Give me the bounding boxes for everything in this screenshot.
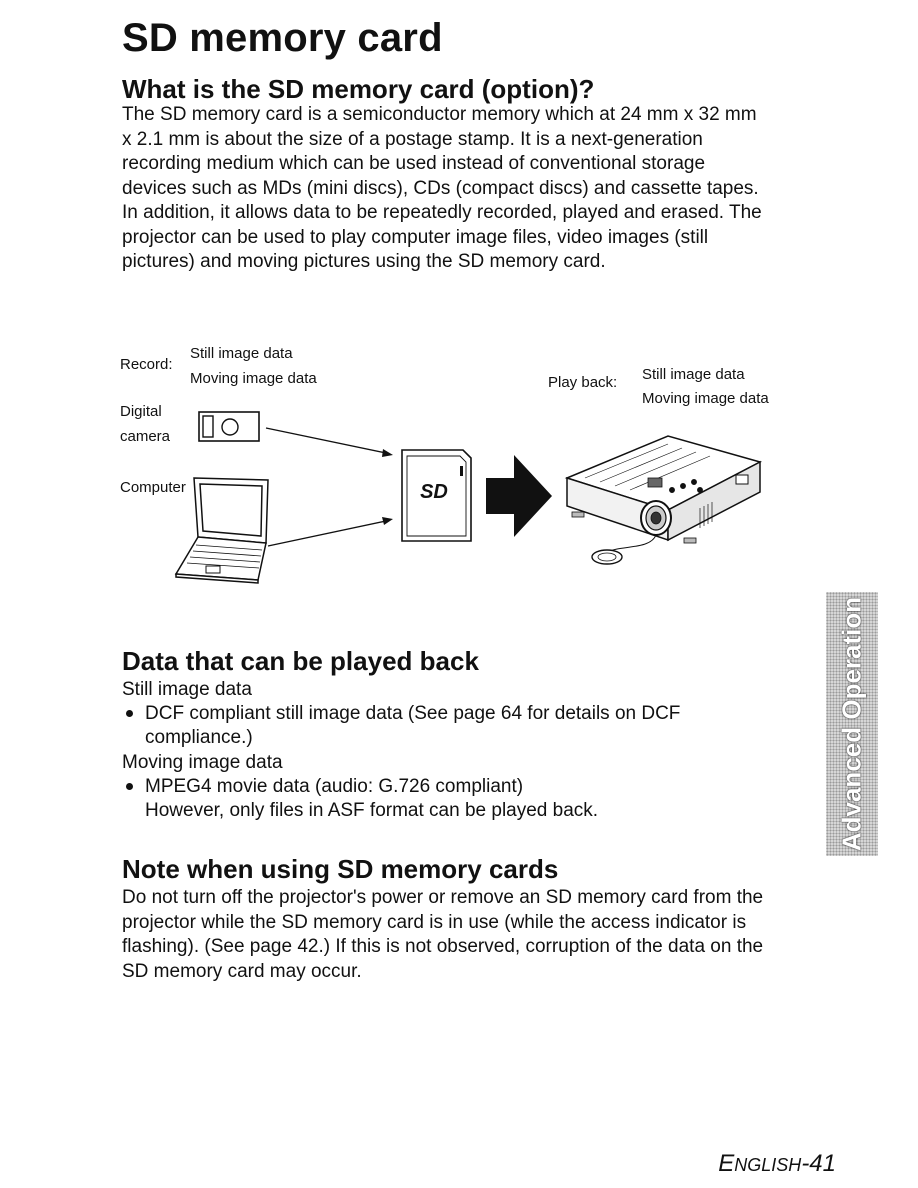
record-item-still: Still image data [190,345,293,362]
record-item-moving: Moving image data [190,370,317,387]
bullet-dot [126,710,133,717]
bullet-dcf-line1: DCF compliant still image data (See page… [145,703,681,724]
digital-camera-label-line2: camera [120,428,171,445]
playback-label: Play back: [548,374,618,391]
playback-item-still: Still image data [642,366,745,383]
bullet-dcf-line2: compliance.) [145,727,253,748]
intro-line: x 2.1 mm is about the size of a postage … [122,128,703,150]
note-paragraph: Do not turn off the projector's power or… [122,886,822,984]
projector-icon [564,435,763,565]
arrow-camera-to-card [265,427,393,457]
side-tab-label: Advanced Operation [836,596,867,852]
footer-lang-cap: E [718,1150,735,1177]
digital-camera-label-line1: Digital [120,403,162,420]
big-arrow-icon [486,455,552,537]
intro-line: pictures) and moving pictures using the … [122,251,606,272]
svg-text:SD: SD [420,481,448,503]
note-line: flashing). (See page 42.) If this is not… [122,936,764,957]
side-tab-advanced-operation: Advanced Operation [826,592,878,856]
note-line: Do not turn off the projector's power or… [122,887,764,908]
subheading-moving-image: Moving image data [122,752,283,773]
bullet-mpeg4-line1: MPEG4 movie data (audio: G.726 compliant… [145,776,524,797]
page-footer: ENGLISH-41 [718,1150,836,1178]
note-line: SD memory card may occur. [122,960,362,982]
page-title: SD memory card [122,16,443,60]
laptop-computer-icon [174,477,269,584]
record-label: Record: [120,356,173,373]
section-heading-playback-data: Data that can be played back [122,646,479,676]
footer-page-number: -41 [801,1150,836,1177]
section-heading-note: Note when using SD memory cards [122,854,559,884]
arrow-computer-to-card [267,517,393,547]
computer-label: Computer [120,479,186,496]
intro-line: projector can be used to play computer i… [122,226,709,248]
playback-item-moving: Moving image data [642,390,769,407]
intro-line: The SD memory card is a semiconductor me… [122,104,757,125]
intro-line: recording medium which can be used inste… [122,153,706,174]
digital-camera-icon [198,411,260,442]
bullet-mpeg4-line2: However, only files in ASF format can be… [145,800,599,821]
note-line: projector while the SD memory card is in… [122,911,747,933]
intro-line: In addition, it allows data to be repeat… [122,202,762,223]
intro-paragraph: The SD memory card is a semiconductor me… [122,103,822,275]
section-heading-what-is-sd: What is the SD memory card (option)? [122,74,595,104]
sd-diagram: SD [174,411,763,584]
intro-line: devices such as MDs (mini discs), CDs (c… [122,177,759,199]
bullet-dot [126,783,133,790]
subheading-still-image: Still image data [122,679,252,700]
footer-lang-rest: NGLISH [734,1155,802,1175]
sd-card-icon: SD [401,449,472,542]
